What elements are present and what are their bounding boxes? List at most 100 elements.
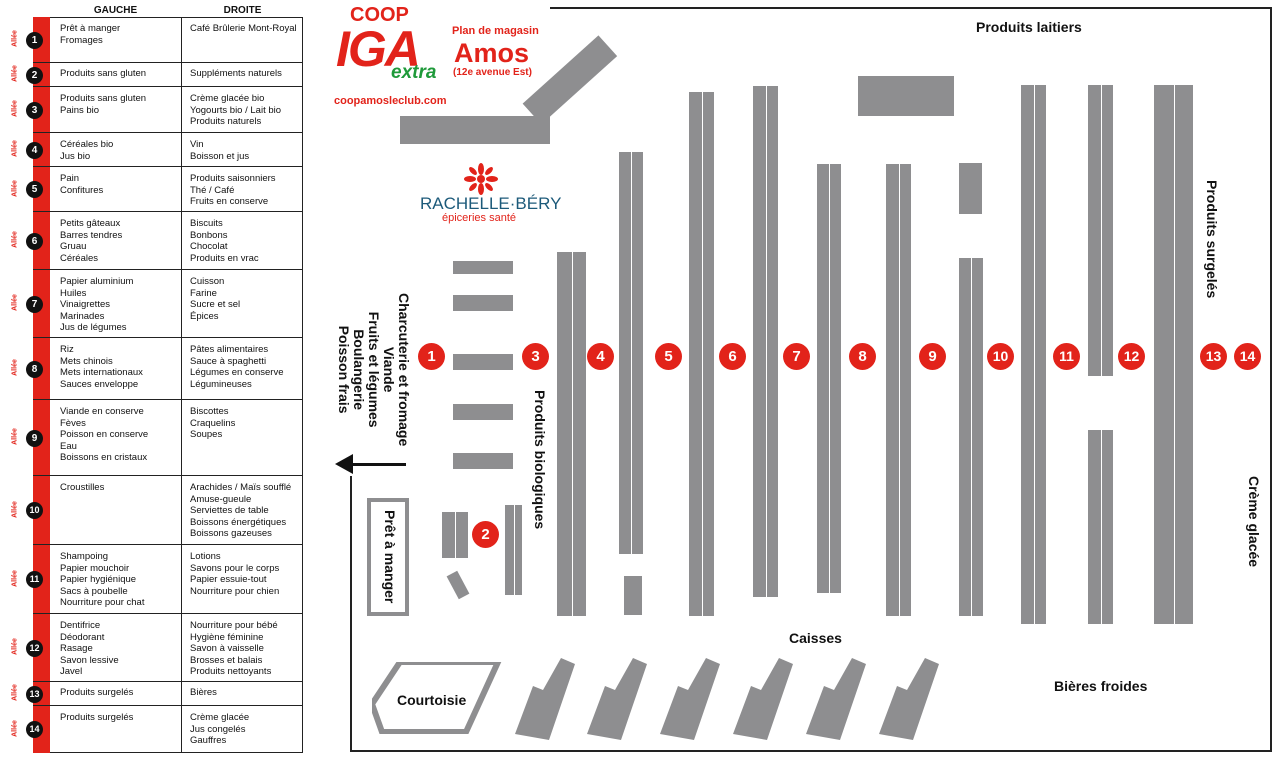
row-divider bbox=[33, 613, 303, 614]
aisle-number-badge: 3 bbox=[26, 101, 43, 119]
aisle-marker-1[interactable]: 1 bbox=[418, 343, 445, 370]
pret-a-manger-counter bbox=[367, 498, 409, 616]
row-divider bbox=[33, 399, 303, 400]
row-divider bbox=[33, 681, 303, 682]
aisle-marker-9[interactable]: 9 bbox=[919, 343, 946, 370]
gondola-11-12-top bbox=[1088, 85, 1113, 376]
allee-label: Allée bbox=[11, 719, 19, 737]
droite-products: Crème glacée bio Yogourts bio / Lait bio… bbox=[190, 93, 282, 127]
gauche-products: Papier aluminium Huiles Vinaigrettes Mar… bbox=[60, 276, 134, 333]
allee-label: Allée bbox=[11, 428, 19, 445]
gondola-9-10-top bbox=[959, 163, 982, 214]
entrance-counter-angled bbox=[522, 35, 618, 125]
label-courtoisie: Courtoisie bbox=[397, 692, 467, 708]
row-divider bbox=[33, 705, 303, 706]
aisle-number-badge: 9 bbox=[26, 429, 43, 447]
aisle-number-badge: 10 bbox=[26, 502, 43, 519]
allee-label: Allée bbox=[11, 140, 19, 157]
aisle-number-badge: 2 bbox=[26, 66, 43, 84]
aisle-number-badge: 1 bbox=[26, 31, 43, 49]
city-name: Amos bbox=[454, 38, 530, 68]
aisle-number-badge: 14 bbox=[26, 721, 43, 738]
dairy-block bbox=[858, 76, 954, 116]
allee-label: Allée bbox=[11, 359, 19, 376]
directory-row: Allée 2 Produits sans gluten Suppléments na… bbox=[0, 63, 303, 87]
directory-row: Allée 9 Viande en conserve Fèves Poisson e… bbox=[0, 400, 303, 476]
droite-products: Lotions Savons pour le corps Papier essu… bbox=[190, 551, 280, 597]
aisle-marker-8[interactable]: 8 bbox=[849, 343, 876, 370]
aisle-number-badge: 13 bbox=[26, 685, 43, 703]
label-produits-biologiques: Produits biologiques bbox=[532, 390, 548, 530]
gauche-products: Pain Confitures bbox=[60, 173, 104, 196]
allee-label: Allée bbox=[11, 231, 19, 248]
aisle-marker-4[interactable]: 4 bbox=[587, 343, 614, 370]
gauche-products: Produits surgelés bbox=[60, 687, 134, 698]
row-divider bbox=[33, 475, 303, 476]
row-divider bbox=[33, 337, 303, 338]
gauche-products: Produits sans gluten bbox=[60, 68, 147, 79]
allee-label: Allée bbox=[11, 294, 19, 311]
row-divider bbox=[33, 62, 303, 63]
gondola-12-13 bbox=[1154, 85, 1193, 624]
courtoisie-counter bbox=[372, 662, 502, 734]
row-divider bbox=[33, 544, 303, 545]
wall-top bbox=[550, 7, 1272, 9]
aisle-marker-12[interactable]: 12 bbox=[1118, 343, 1145, 370]
aisle-marker-6[interactable]: 6 bbox=[719, 343, 746, 370]
aisle-number-badge: 6 bbox=[26, 232, 43, 250]
label-caisses: Caisses bbox=[789, 630, 842, 646]
label-produits-surgeles: Produits surgelés bbox=[1204, 180, 1220, 299]
droite-products: Produits saisonniers Thé / Café Fruits e… bbox=[190, 173, 276, 207]
gauche-products: Viande en conserve Fèves Poisson en cons… bbox=[60, 406, 149, 463]
allee-label: Allée bbox=[11, 30, 19, 47]
directory-red-bar bbox=[33, 17, 50, 753]
direction-arrow-line bbox=[352, 463, 406, 466]
gondola-9-10 bbox=[959, 258, 983, 616]
aisle-marker-13[interactable]: 13 bbox=[1200, 343, 1227, 370]
aisle-marker-10[interactable]: 10 bbox=[987, 343, 1014, 370]
aisle-marker-7[interactable]: 7 bbox=[783, 343, 810, 370]
flower-icon bbox=[464, 163, 498, 195]
gauche-products: Riz Mets chinois Mets internationaux Sau… bbox=[60, 344, 143, 390]
droite-products: Biscottes Craquelins Soupes bbox=[190, 406, 236, 440]
allee-label: Allée bbox=[11, 684, 19, 701]
gondola-4-5 bbox=[619, 152, 643, 554]
directory-column-separator bbox=[181, 17, 182, 753]
wall-left bbox=[350, 476, 352, 752]
label-creme-glacee: Crème glacée bbox=[1246, 476, 1262, 568]
gauche-products: Petits gâteaux Barres tendres Gruau Céré… bbox=[60, 218, 123, 264]
aisle-marker-3[interactable]: 3 bbox=[522, 343, 549, 370]
aisle-number-badge: 4 bbox=[26, 141, 43, 159]
aisle-marker-11[interactable]: 11 bbox=[1053, 343, 1080, 370]
allee-label: Allée bbox=[11, 65, 19, 82]
row-divider bbox=[33, 86, 303, 87]
row-divider bbox=[33, 166, 303, 167]
arrow-left-icon bbox=[335, 454, 353, 474]
aisle-marker-2[interactable]: 2 bbox=[472, 521, 499, 548]
aisle-marker-14[interactable]: 14 bbox=[1234, 343, 1261, 370]
droite-products: Café Brûlerie Mont-Royal bbox=[190, 23, 297, 34]
label-produits-laitiers: Produits laitiers bbox=[976, 19, 1082, 35]
row-divider bbox=[33, 211, 303, 212]
wall-right bbox=[1270, 7, 1272, 752]
row-divider bbox=[33, 269, 303, 270]
label-bieres-froides: Bières froides bbox=[1054, 678, 1148, 694]
droite-products: Cuisson Farine Sucre et sel Épices bbox=[190, 276, 241, 322]
droite-products: Crème glacée Jus congelés Gauffres bbox=[190, 712, 250, 746]
aisle-number-badge: 12 bbox=[26, 639, 43, 657]
organic-shelf bbox=[453, 453, 513, 469]
droite-products: Arachides / Maïs soufflé Amuse-gueule Se… bbox=[190, 482, 292, 539]
website-link[interactable]: coopamosleclub.com bbox=[334, 95, 447, 107]
label-pret-a-manger: Prêt à manger bbox=[382, 510, 398, 604]
droite-products: Suppléments naturels bbox=[190, 68, 282, 79]
aisle-marker-5[interactable]: 5 bbox=[655, 343, 682, 370]
gondola-7-8 bbox=[817, 164, 841, 593]
column-header-gauche: GAUCHE bbox=[93, 5, 138, 16]
gauche-products: Croustilles bbox=[60, 482, 105, 493]
